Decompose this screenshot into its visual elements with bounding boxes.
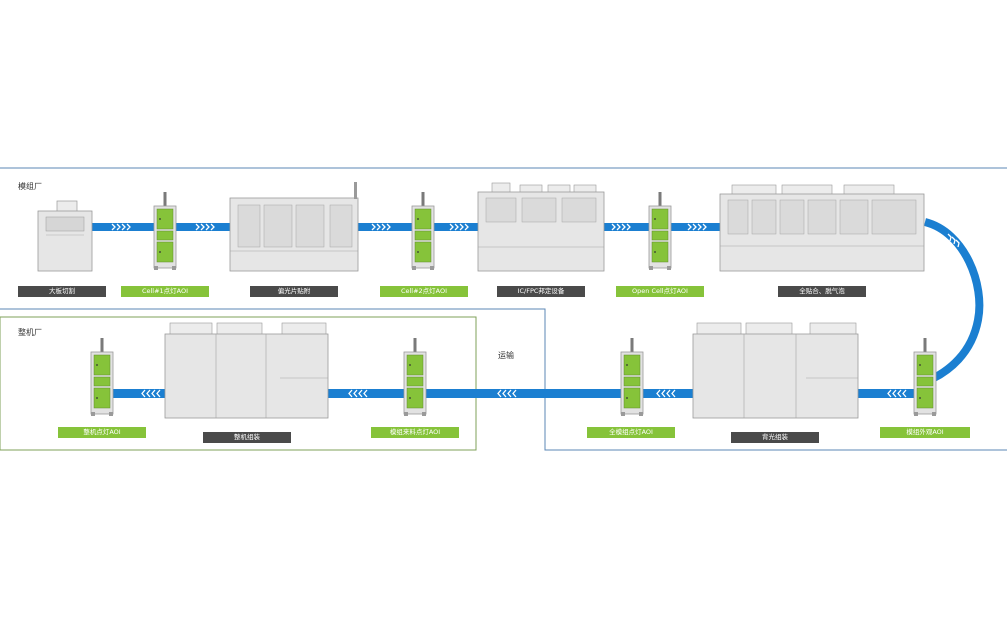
polarizer-machine [229, 182, 359, 272]
cutting-machine [37, 200, 93, 272]
backlight-machine [692, 322, 859, 419]
aoi-station-label: 模组外观AOI [880, 427, 970, 438]
aoi-cabinet-icon [620, 337, 644, 417]
module-factory-label: 模组厂 [18, 182, 42, 191]
aoi-cabinet-icon [648, 191, 672, 271]
assembly-factory-frame [0, 316, 477, 451]
station-label: 背光组装 [731, 432, 819, 443]
aoi-station-label: 整机点灯AOI [58, 427, 146, 438]
aoi-station-label: Open Cell点灯AOI [616, 286, 704, 297]
aoi-station-label: Cell#1点灯AOI [121, 286, 209, 297]
station-label: 大板切割 [18, 286, 106, 297]
assembly-machine [164, 322, 329, 419]
assembly-factory-label: 整机厂 [18, 328, 42, 337]
aoi-cabinet-icon [90, 337, 114, 417]
aoi-station-label: 全模组点灯AOI [587, 427, 675, 438]
station-label: IC/FPC邦定设备 [497, 286, 585, 297]
station-label: 整机组装 [203, 432, 291, 443]
lamination-machine [719, 184, 925, 272]
aoi-station-label: 模组来料点灯AOI [371, 427, 459, 438]
aoi-cabinet-icon [153, 191, 177, 271]
station-label: 全贴合、脱气泡 [778, 286, 866, 297]
aoi-cabinet-icon [913, 337, 937, 417]
transport-label: 运输 [498, 351, 514, 360]
bottom-conveyor-belt [113, 389, 923, 398]
chevron-arrows-icon [111, 223, 960, 398]
aoi-cabinet-icon [403, 337, 427, 417]
bonding-machine [477, 182, 605, 272]
station-label: 偏光片贴附 [250, 286, 338, 297]
module-factory-frame [0, 167, 1007, 451]
aoi-cabinet-icon [411, 191, 435, 271]
aoi-station-label: Cell#2点灯AOI [380, 286, 468, 297]
top-conveyor-belt [90, 223, 720, 231]
